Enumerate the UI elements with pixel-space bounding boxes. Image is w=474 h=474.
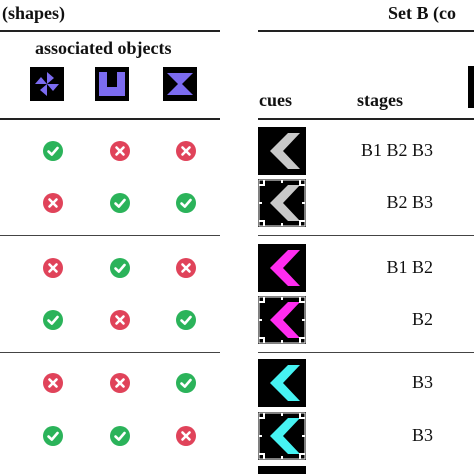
check-icon	[43, 426, 63, 446]
cue-chevron-icon	[258, 359, 306, 407]
check-icon	[176, 193, 196, 213]
cross-icon	[110, 373, 130, 393]
cup-icon	[95, 67, 129, 101]
check-icon	[176, 310, 196, 330]
group-rule-right-1	[258, 235, 474, 236]
group-rule-right-2	[258, 352, 474, 353]
cropped-cue-edge	[258, 466, 306, 474]
cross-icon	[43, 258, 63, 278]
cross-icon	[110, 141, 130, 161]
cues-header: cues	[259, 90, 292, 110]
check-icon	[176, 373, 196, 393]
check-icon	[43, 310, 63, 330]
check-icon	[110, 258, 130, 278]
cue-chevron-icon	[258, 412, 306, 460]
cross-icon	[43, 193, 63, 213]
cross-icon	[176, 258, 196, 278]
cross-icon	[43, 373, 63, 393]
top-rule-left	[0, 30, 220, 32]
hourglass-icon	[163, 67, 197, 101]
stage-label: B3	[411, 425, 433, 445]
stages-header: stages	[357, 90, 403, 110]
stage-label: B2	[411, 309, 433, 329]
check-icon	[43, 141, 63, 161]
stage-label: B3	[411, 372, 433, 392]
group-rule-left-1	[0, 235, 220, 236]
header-rule-left	[0, 118, 220, 120]
cross-icon	[176, 426, 196, 446]
check-icon	[110, 193, 130, 213]
cue-chevron-icon	[258, 127, 306, 175]
cue-chevron-icon	[258, 179, 306, 227]
pinwheel-icon	[30, 67, 64, 101]
shapes-header: (shapes)	[2, 3, 66, 23]
cross-icon	[110, 310, 130, 330]
stage-label: B2 B3	[386, 192, 433, 212]
check-icon	[110, 426, 130, 446]
cue-chevron-icon	[258, 296, 306, 344]
partial-cue-edge	[468, 66, 474, 108]
header-rule-right	[258, 118, 474, 120]
cue-chevron-icon	[258, 244, 306, 292]
set-b-header: Set B (co	[388, 3, 456, 23]
group-rule-left-2	[0, 352, 220, 353]
top-rule-right	[258, 30, 474, 32]
cross-icon	[176, 141, 196, 161]
stage-label: B1 B2 B3	[360, 140, 433, 160]
stage-label: B1 B2	[386, 257, 433, 277]
associated-objects-header: associated objects	[35, 38, 172, 58]
